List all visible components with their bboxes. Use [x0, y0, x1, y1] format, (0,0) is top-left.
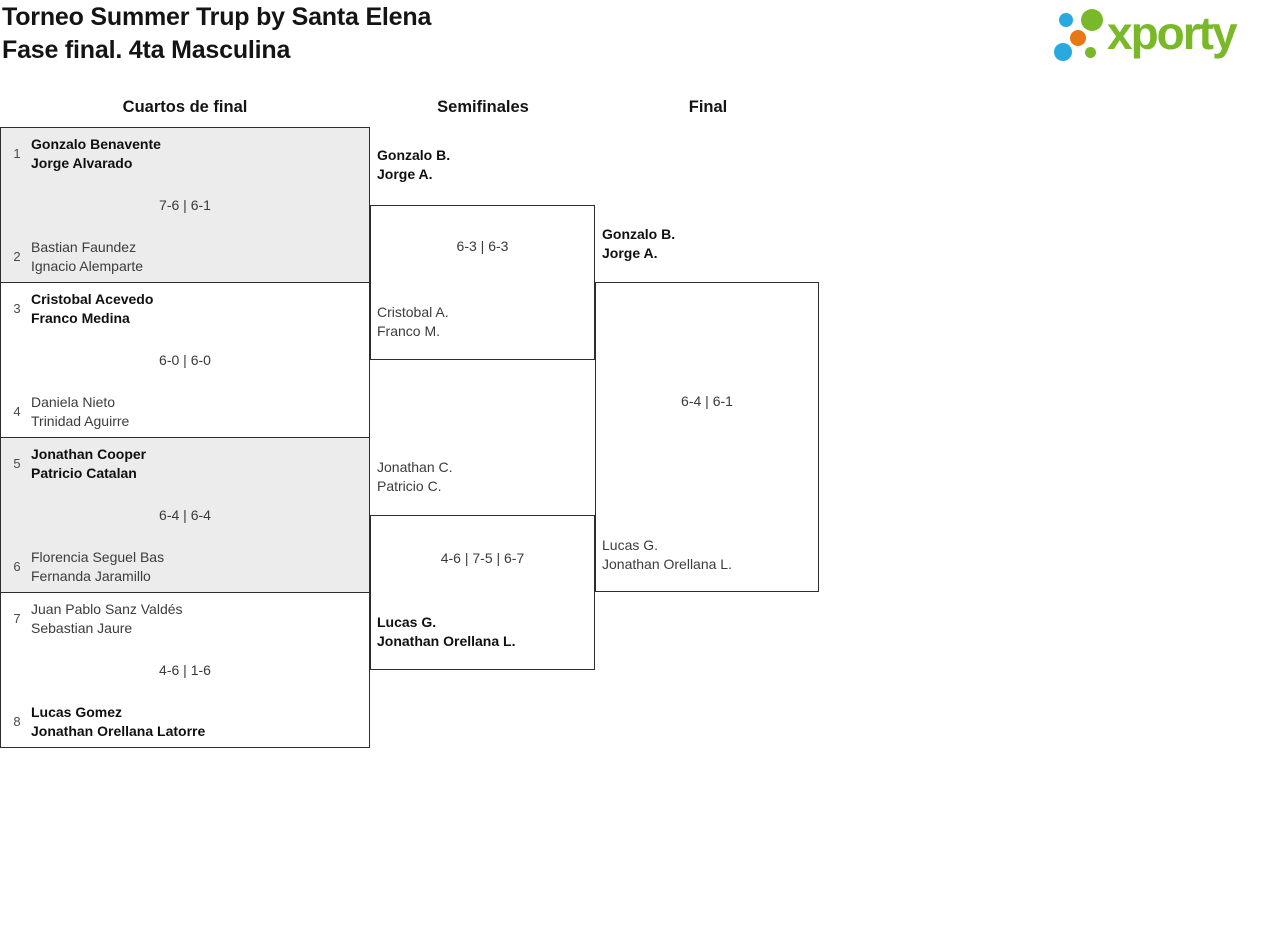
team-name-line: Cristobal Acevedo — [31, 291, 154, 307]
team-slot: 7 Juan Pablo Sanz Valdés Sebastian Jaure — [9, 600, 361, 637]
team-name-line: Jonathan Orellana L. — [377, 632, 516, 649]
quarterfinal-match-2: 3 Cristobal Acevedo Franco Medina 6-0 | … — [0, 282, 370, 438]
match-score: 4-6 | 7-5 | 6-7 — [440, 550, 525, 566]
seed-number: 6 — [13, 559, 21, 574]
match-score: 6-0 | 6-0 — [159, 352, 211, 368]
team-names: Jonathan C. Patricio C. — [377, 458, 453, 495]
quarterfinal-match-3: 5 Jonathan Cooper Patricio Catalan 6-4 |… — [0, 437, 370, 593]
seed-number: 4 — [13, 404, 21, 419]
team-name-line: Lucas G. — [602, 537, 659, 553]
team-names: Florencia Seguel Bas Fernanda Jaramillo — [31, 548, 164, 585]
team-name-line: Gonzalo B. — [377, 147, 451, 163]
team-name-line: Sebastian Jaure — [31, 619, 133, 636]
team-names: Gonzalo B. Jorge A. — [377, 146, 450, 183]
team-name-line: Daniela Nieto — [31, 394, 116, 410]
quarterfinal-match-4: 7 Juan Pablo Sanz Valdés Sebastian Jaure… — [0, 592, 370, 748]
team-name-line: Franco M. — [377, 322, 441, 339]
team-names: Daniela Nieto Trinidad Aguirre — [31, 393, 129, 430]
round-header-final: Final — [688, 98, 728, 116]
logo-dot-orange-icon — [1070, 30, 1086, 46]
team-name-line: Jonathan Orellana L. — [602, 555, 732, 572]
seed-number: 8 — [13, 714, 21, 729]
team-name-line: Trinidad Aguirre — [31, 412, 130, 429]
seed-number: 2 — [13, 249, 21, 264]
team-name-line: Gonzalo B. — [602, 226, 676, 242]
logo-dot-blue-small-icon — [1059, 13, 1073, 27]
team-name-line: Jonathan C. — [377, 459, 453, 475]
tournament-title: Torneo Summer Trup by Santa Elena — [2, 3, 432, 31]
team-name-line: Ignacio Alemparte — [31, 257, 144, 274]
team-name-line: Lucas G. — [377, 614, 437, 630]
team-names: Cristobal A. Franco M. — [377, 303, 449, 340]
logo-wordmark: xporty — [1107, 7, 1238, 59]
team-name-line: Jorge A. — [602, 244, 658, 261]
quarterfinal-match-1: 1 Gonzalo Benavente Jorge Alvarado 7-6 |… — [0, 127, 370, 283]
final-match — [595, 282, 819, 592]
team-slot: 3 Cristobal Acevedo Franco Medina — [9, 290, 361, 327]
team-names: Gonzalo Benavente Jorge Alvarado — [31, 135, 161, 172]
team-names: Bastian Faundez Ignacio Alemparte — [31, 238, 143, 275]
team-name-line: Cristobal A. — [377, 304, 449, 320]
team-name-line: Jonathan Cooper — [31, 446, 147, 462]
team-name-line: Juan Pablo Sanz Valdés — [31, 601, 183, 617]
team-slot: 2 Bastian Faundez Ignacio Alemparte — [9, 238, 361, 275]
team-name-line: Lucas Gomez — [31, 704, 123, 720]
team-name-line: Franco Medina — [31, 309, 130, 326]
match-score: 6-3 | 6-3 — [456, 238, 509, 254]
team-name-line: Jonathan Orellana Latorre — [31, 722, 206, 739]
team-name-line: Patricio Catalan — [31, 464, 137, 481]
match-score: 6-4 | 6-1 — [681, 393, 733, 409]
title-block: Torneo Summer Trup by Santa Elena Fase f… — [2, 1, 431, 67]
match-score: 7-6 | 6-1 — [159, 197, 211, 213]
round-header-semifinales: Semifinales — [437, 98, 529, 116]
match-score: 4-6 | 1-6 — [159, 662, 211, 678]
team-names: Lucas G. Jonathan Orellana L. — [602, 536, 732, 573]
semifinal-match-1 — [370, 205, 595, 360]
team-names: Cristobal Acevedo Franco Medina — [31, 290, 153, 327]
logo-dot-green-big-icon — [1081, 9, 1103, 31]
semifinal-match-2 — [370, 515, 595, 670]
xporty-logo[interactable]: xporty — [1048, 6, 1274, 66]
team-name-line: Gonzalo Benavente — [31, 136, 161, 152]
team-slot: 6 Florencia Seguel Bas Fernanda Jaramill… — [9, 548, 361, 585]
team-slot: 8 Lucas Gomez Jonathan Orellana Latorre — [9, 703, 361, 740]
team-names: Jonathan Cooper Patricio Catalan — [31, 445, 146, 482]
match-score: 6-4 | 6-4 — [159, 507, 211, 523]
team-slot: 1 Gonzalo Benavente Jorge Alvarado — [9, 135, 361, 172]
team-name-line: Bastian Faundez — [31, 239, 137, 255]
team-name-line: Florencia Seguel Bas — [31, 549, 165, 565]
team-names: Lucas Gomez Jonathan Orellana Latorre — [31, 703, 205, 740]
seed-number: 7 — [13, 611, 21, 626]
team-name-line: Fernanda Jaramillo — [31, 567, 151, 584]
team-name-line: Jorge A. — [377, 165, 433, 182]
team-name-line: Patricio C. — [377, 477, 442, 494]
seed-number: 1 — [13, 146, 21, 161]
team-slot: 4 Daniela Nieto Trinidad Aguirre — [9, 393, 361, 430]
team-names: Juan Pablo Sanz Valdés Sebastian Jaure — [31, 600, 183, 637]
team-slot: 5 Jonathan Cooper Patricio Catalan — [9, 445, 361, 482]
seed-number: 5 — [13, 456, 21, 471]
logo-dot-green-small-icon — [1085, 47, 1096, 58]
team-names: Lucas G. Jonathan Orellana L. — [377, 613, 515, 650]
team-names: Gonzalo B. Jorge A. — [602, 225, 675, 262]
seed-number: 3 — [13, 301, 21, 316]
round-header-cuartos: Cuartos de final — [122, 98, 248, 116]
tournament-subtitle: Fase final. 4ta Masculina — [2, 36, 291, 64]
logo-dot-blue-big-icon — [1054, 43, 1072, 61]
team-name-line: Jorge Alvarado — [31, 154, 133, 171]
